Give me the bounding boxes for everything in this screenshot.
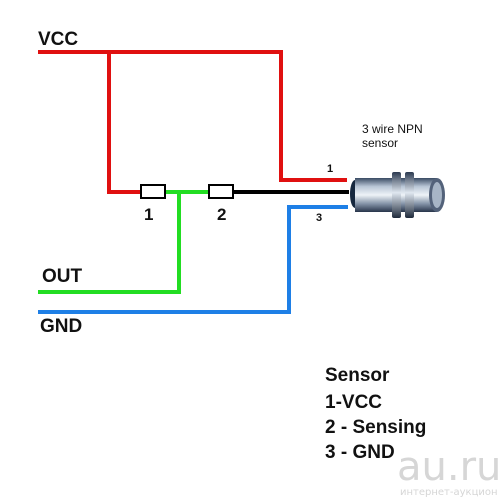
legend-item: 1-VCC [325, 392, 382, 413]
out-wire [38, 190, 209, 294]
resistor-2-label: 2 [217, 205, 226, 224]
gnd-label: GND [40, 316, 82, 337]
watermark: au.ru интернет-аукцион [397, 444, 501, 498]
resistor-1 [140, 184, 166, 199]
watermark-tagline: интернет-аукцион [400, 487, 498, 498]
sensor-wire-1-label: 1 [327, 163, 333, 175]
sensor-wire-3-label: 3 [316, 212, 322, 224]
watermark-brand: au.ru [397, 444, 501, 490]
vcc-label: VCC [38, 29, 78, 50]
vcc-wire [38, 50, 347, 194]
out-label: OUT [42, 266, 83, 287]
sensor-legend: Sensor 1-VCC 2 - Sensing 3 - GND [325, 365, 426, 463]
sensor-caption-line1: 3 wire NPN [362, 122, 423, 136]
inductive-proximity-sensor-icon [350, 172, 445, 218]
legend-title: Sensor [325, 365, 390, 386]
legend-item: 2 - Sensing [325, 417, 426, 438]
legend-item: 3 - GND [325, 442, 395, 463]
resistor-1-label: 1 [144, 205, 153, 224]
gnd-wire [38, 205, 348, 314]
resistor-2 [208, 184, 234, 199]
sensor-caption-line2: sensor [362, 136, 398, 150]
